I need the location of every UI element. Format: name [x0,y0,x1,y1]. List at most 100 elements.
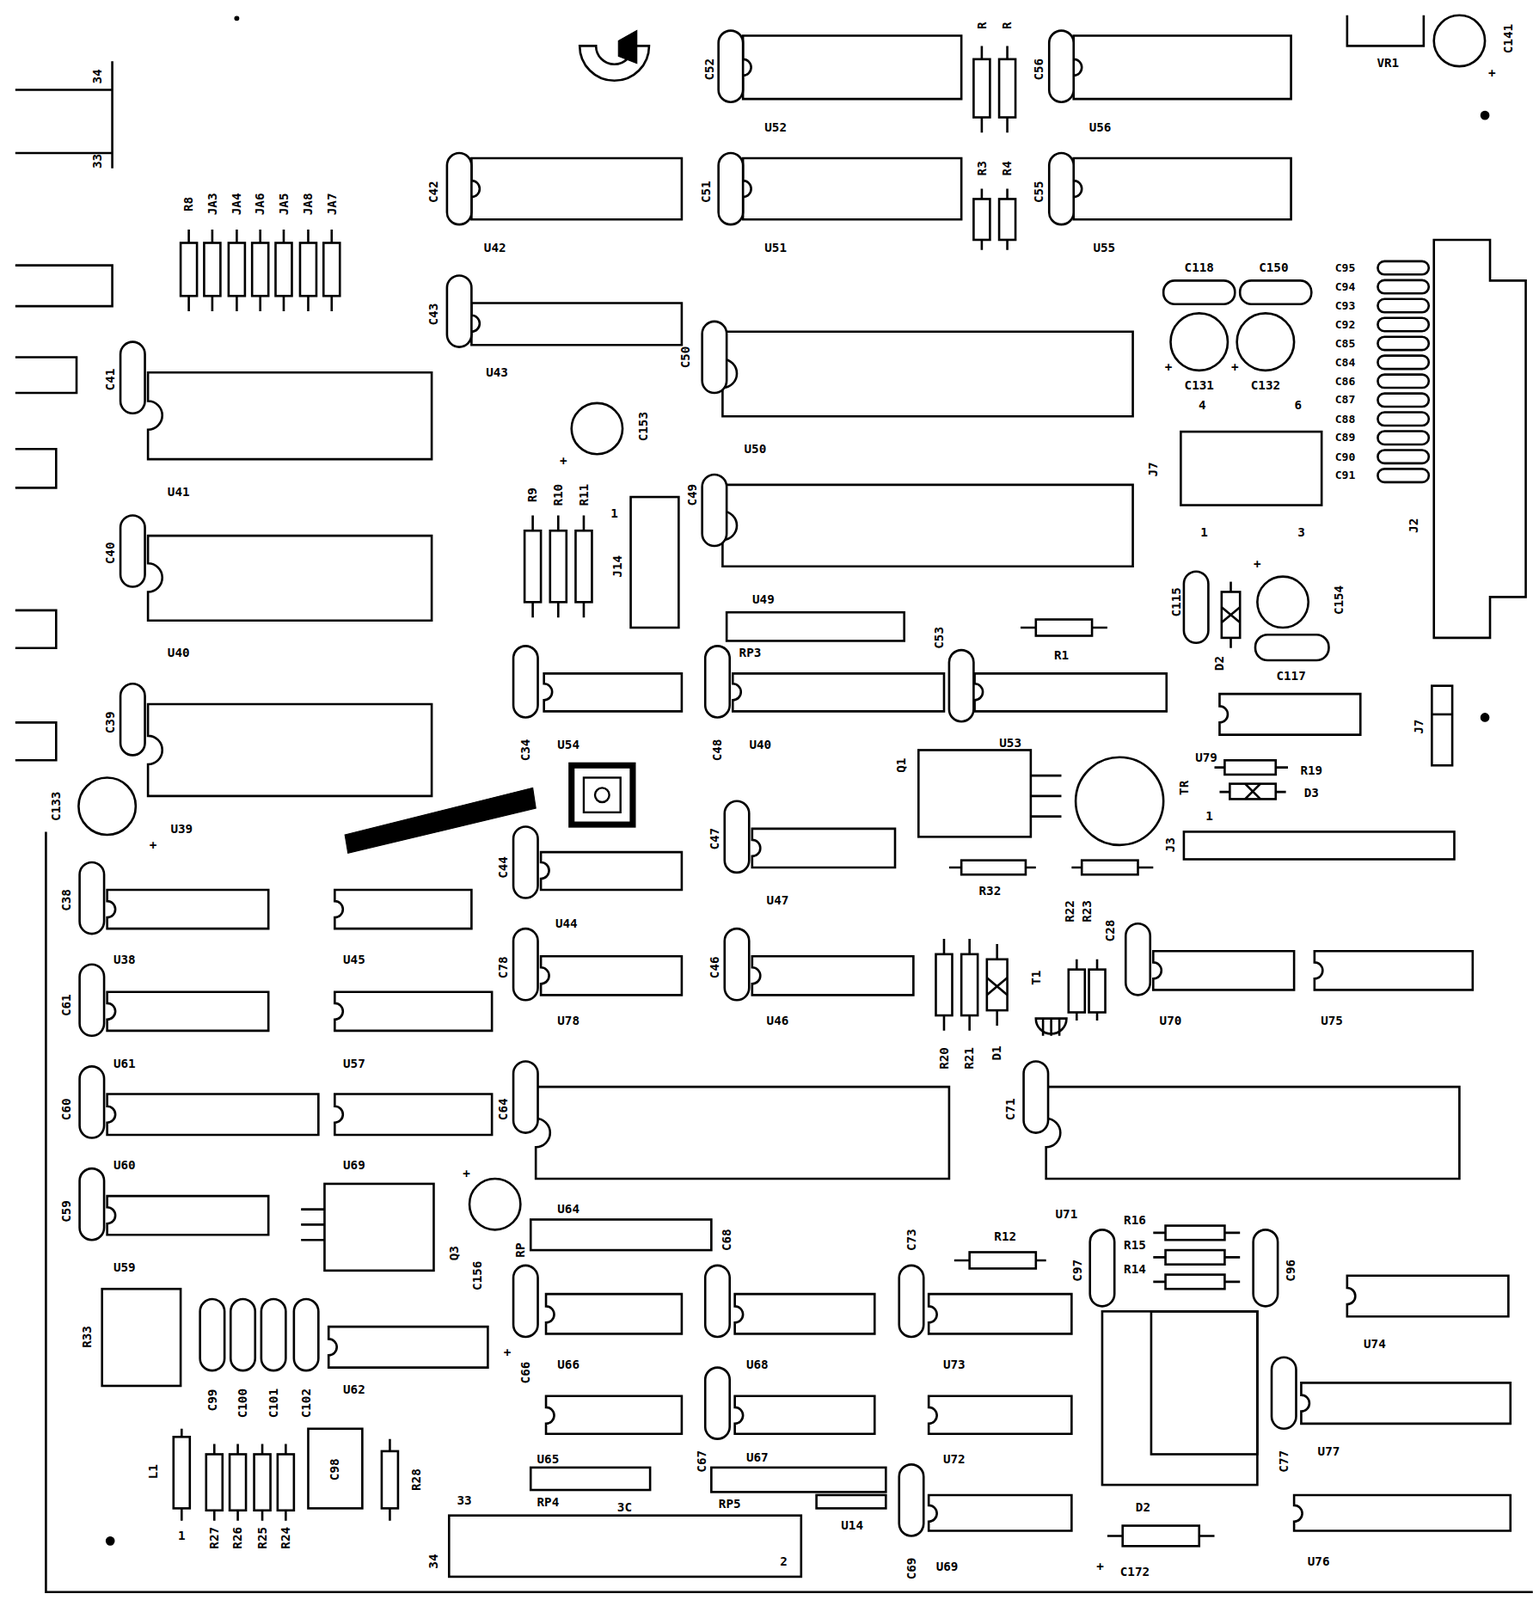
part-label: C115 [1170,587,1183,617]
part-label: C44 [496,856,509,879]
part-label: 1 [610,507,619,520]
resistor-symbol [381,1451,399,1509]
capacitor [1122,1526,1200,1547]
part-label: R15 [1123,1238,1147,1251]
diode-mark [1221,607,1240,623]
capacitor [513,645,538,718]
part-label: C84 [1335,356,1356,368]
ic-chip [1219,693,1361,735]
part-label: U39 [170,822,193,835]
part-label: C97 [1071,1259,1084,1282]
inductor-symbol [173,1436,191,1509]
ic-chip [535,1086,950,1179]
part-label: R [975,21,988,30]
part-label: U51 [764,241,787,254]
resistor-symbol [524,530,541,602]
part-label: C41 [104,368,117,392]
ic-chip [742,36,962,100]
header-outline [1180,431,1322,505]
part-label: U52 [764,121,787,134]
part-label: 33 [457,1494,473,1507]
capacitor [1271,1357,1296,1429]
part-label: U14 [840,1519,864,1532]
part-label: C34 [519,739,532,762]
part-label: 2 [779,1555,788,1568]
ic-chip [752,956,914,995]
ribbon-connector [448,1515,802,1577]
capacitor [1377,318,1429,332]
ic-chip [1347,1275,1509,1317]
ic-chip [107,1093,319,1135]
part-label: C56 [1032,58,1045,81]
part-label: U72 [943,1453,966,1466]
part-label: C87 [1335,394,1356,406]
resistor-pack [530,1467,650,1491]
capacitor [1377,355,1429,369]
part-label: R26 [231,1526,244,1550]
part-label: C85 [1335,337,1356,350]
resistor-symbol [180,243,197,297]
part-label: 33 [91,153,104,169]
capacitor [1255,634,1329,661]
ic-chip [1152,950,1294,990]
part-label: C150 [1258,261,1288,274]
part-label: Q1 [895,758,908,773]
part-label: J14 [611,555,624,578]
part-label: C132 [1250,380,1281,393]
part-label: R16 [1123,1214,1147,1227]
resistor-pack [726,612,905,641]
ic-chip [334,889,472,929]
resistor-symbol [251,243,269,297]
part-label: C99 [206,1389,219,1412]
resistor-symbol [228,243,246,297]
resistor-pack [711,1467,886,1492]
part-label: R11 [577,484,590,507]
part-label: U42 [484,241,507,254]
ic-chip [1046,1086,1460,1179]
resistor-symbol [961,860,1026,876]
part-label: C48 [711,739,724,762]
resistor-symbol [1089,969,1106,1013]
ic-chip [540,956,682,995]
capacitor [705,1367,730,1440]
test-point [594,787,610,803]
ic-chip [928,1495,1072,1532]
part-label: + [1096,1560,1104,1573]
resistor-symbol [575,530,592,602]
part-label: C77 [1277,1450,1290,1473]
part-label: U66 [557,1358,580,1371]
capacitor [1377,468,1429,482]
part-label: 6 [1294,398,1303,411]
transformer-outline [1075,757,1164,846]
test-point [571,765,633,825]
ic-chip [722,484,1133,567]
electrolytic-capacitor [78,777,135,834]
transistor-package [324,1183,434,1271]
edge-connector [15,610,56,649]
part-label: JA7 [325,193,338,216]
part-label: 34 [91,68,104,84]
board-edge [45,831,1533,1592]
ic-chip [147,372,432,460]
header-outline [1183,831,1455,859]
part-label: C95 [1335,262,1356,274]
part-label: C67 [696,1450,709,1473]
transistor-pins [300,1209,325,1241]
ic-chip [752,828,896,868]
part-label: RP3 [739,647,762,660]
logo-flag [618,30,637,64]
part-label: C117 [1275,669,1306,682]
capacitor [1183,571,1209,644]
ic-chip [147,535,432,621]
part-label: U65 [537,1453,560,1466]
part-label: U68 [746,1358,769,1371]
part-label: C90 [1335,451,1356,463]
part-label: C172 [1120,1565,1150,1578]
part-label: C64 [496,1097,509,1121]
capacitor [899,1464,924,1536]
part-label: RP [514,1242,527,1258]
capacitor [724,928,749,1000]
resistor-package [102,1288,181,1386]
part-label: C28 [1103,919,1117,943]
